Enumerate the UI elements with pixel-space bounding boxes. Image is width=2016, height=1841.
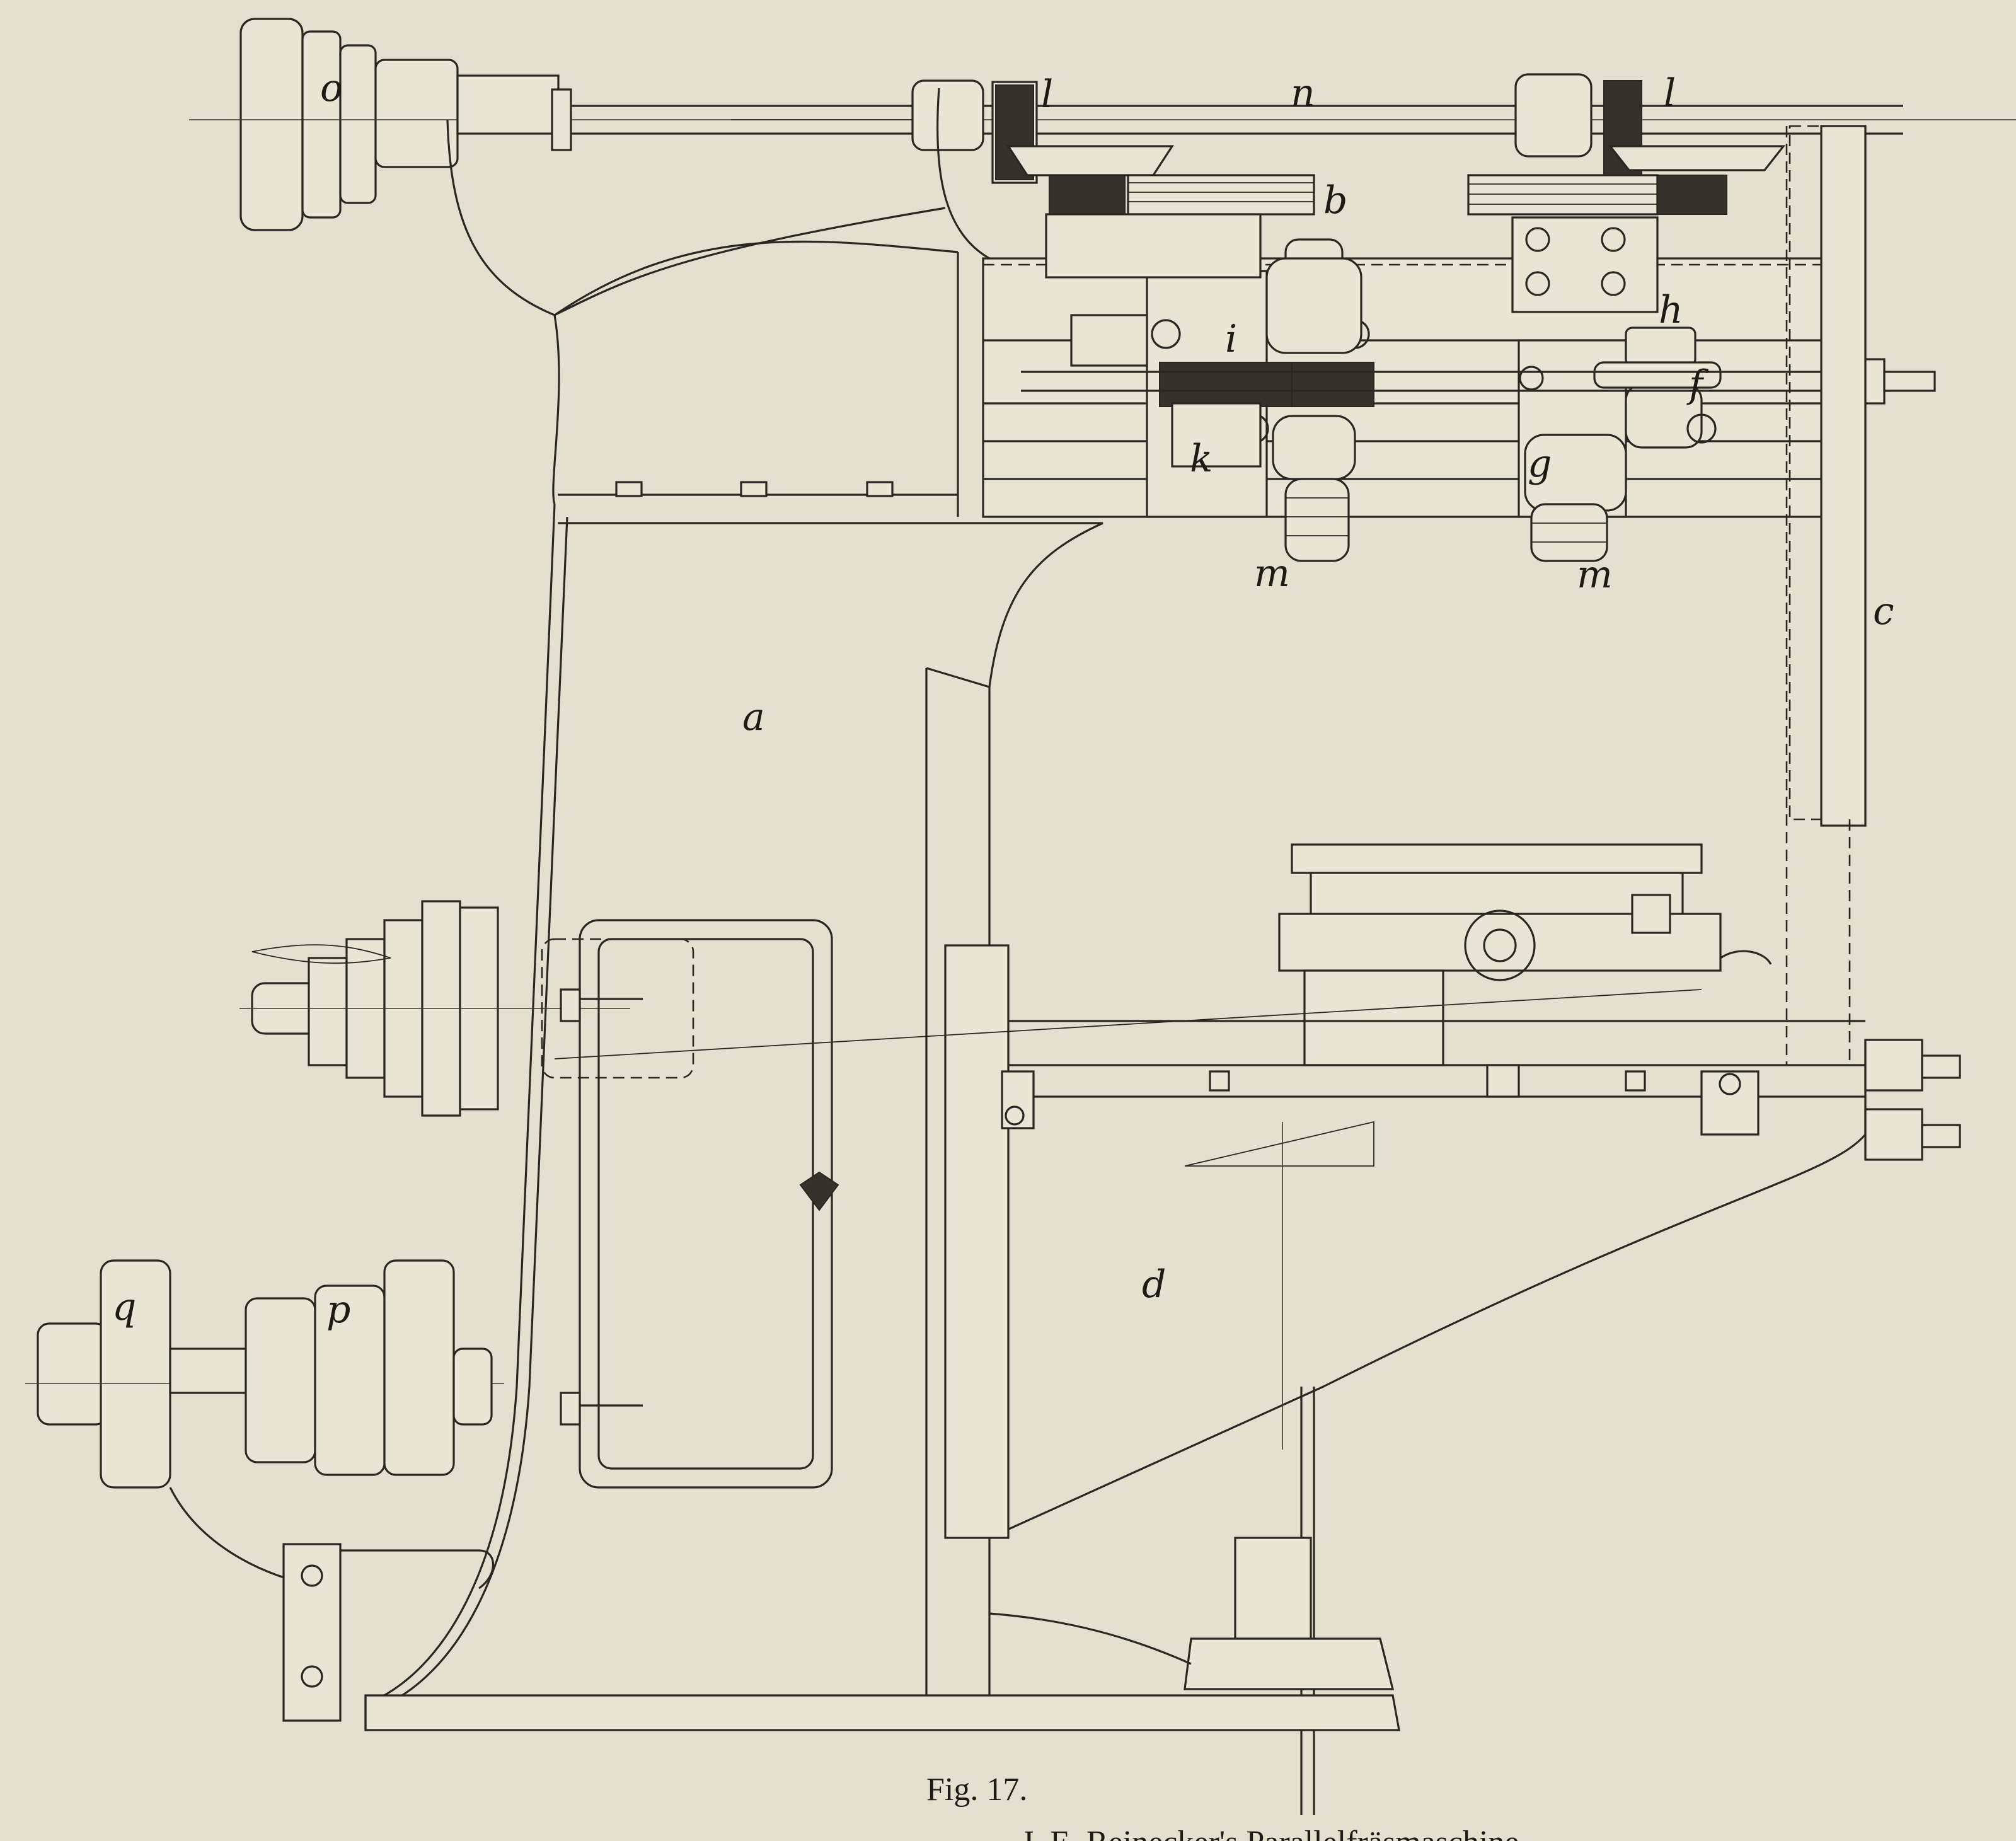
feed-rod-c: [1785, 125, 1867, 1065]
base: [169, 1487, 1400, 1731]
label-b: b: [1323, 178, 1347, 222]
spindle-head-housing: [982, 213, 1936, 562]
figure-caption: Fig. 17.: [926, 1772, 1027, 1808]
label-h: h: [1659, 288, 1683, 332]
label-m-left: m: [1254, 551, 1290, 596]
label-m-right: m: [1577, 553, 1613, 597]
door-frame: [554, 919, 1702, 1489]
cone-pulley: [239, 900, 694, 1117]
label-d: d: [1142, 1262, 1166, 1307]
label-l-left: l: [1041, 72, 1053, 117]
knee-d: [944, 944, 1961, 1815]
work-table: [1278, 843, 1772, 1066]
overhead-shaft-n: [456, 74, 1903, 151]
bevel-gear-left: [911, 79, 1315, 216]
label-o: o: [320, 66, 343, 110]
label-n: n: [1291, 71, 1315, 115]
label-c: c: [1873, 589, 1894, 633]
label-q: q: [112, 1285, 136, 1329]
pulley-q: [25, 1259, 504, 1489]
label-i: i: [1225, 317, 1237, 361]
cut-off-caption: J. E. Reinecker's Parallelfräsmaschine: [1021, 1825, 1519, 1841]
label-k: k: [1190, 437, 1212, 481]
part-labels: o l n l b i h f k g m m c a d q p: [112, 66, 1894, 1332]
pulley-p: [169, 1259, 493, 1476]
label-g: g: [1528, 442, 1552, 486]
label-l-right: l: [1664, 71, 1676, 115]
bevel-gear-right: [1467, 73, 1786, 216]
label-a: a: [742, 695, 765, 739]
label-p: p: [326, 1288, 350, 1332]
